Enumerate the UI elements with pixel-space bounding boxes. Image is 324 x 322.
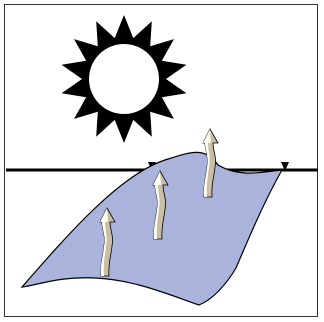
sun-center bbox=[89, 44, 159, 114]
sun-icon bbox=[62, 15, 187, 143]
leaf-sheet bbox=[22, 152, 282, 305]
